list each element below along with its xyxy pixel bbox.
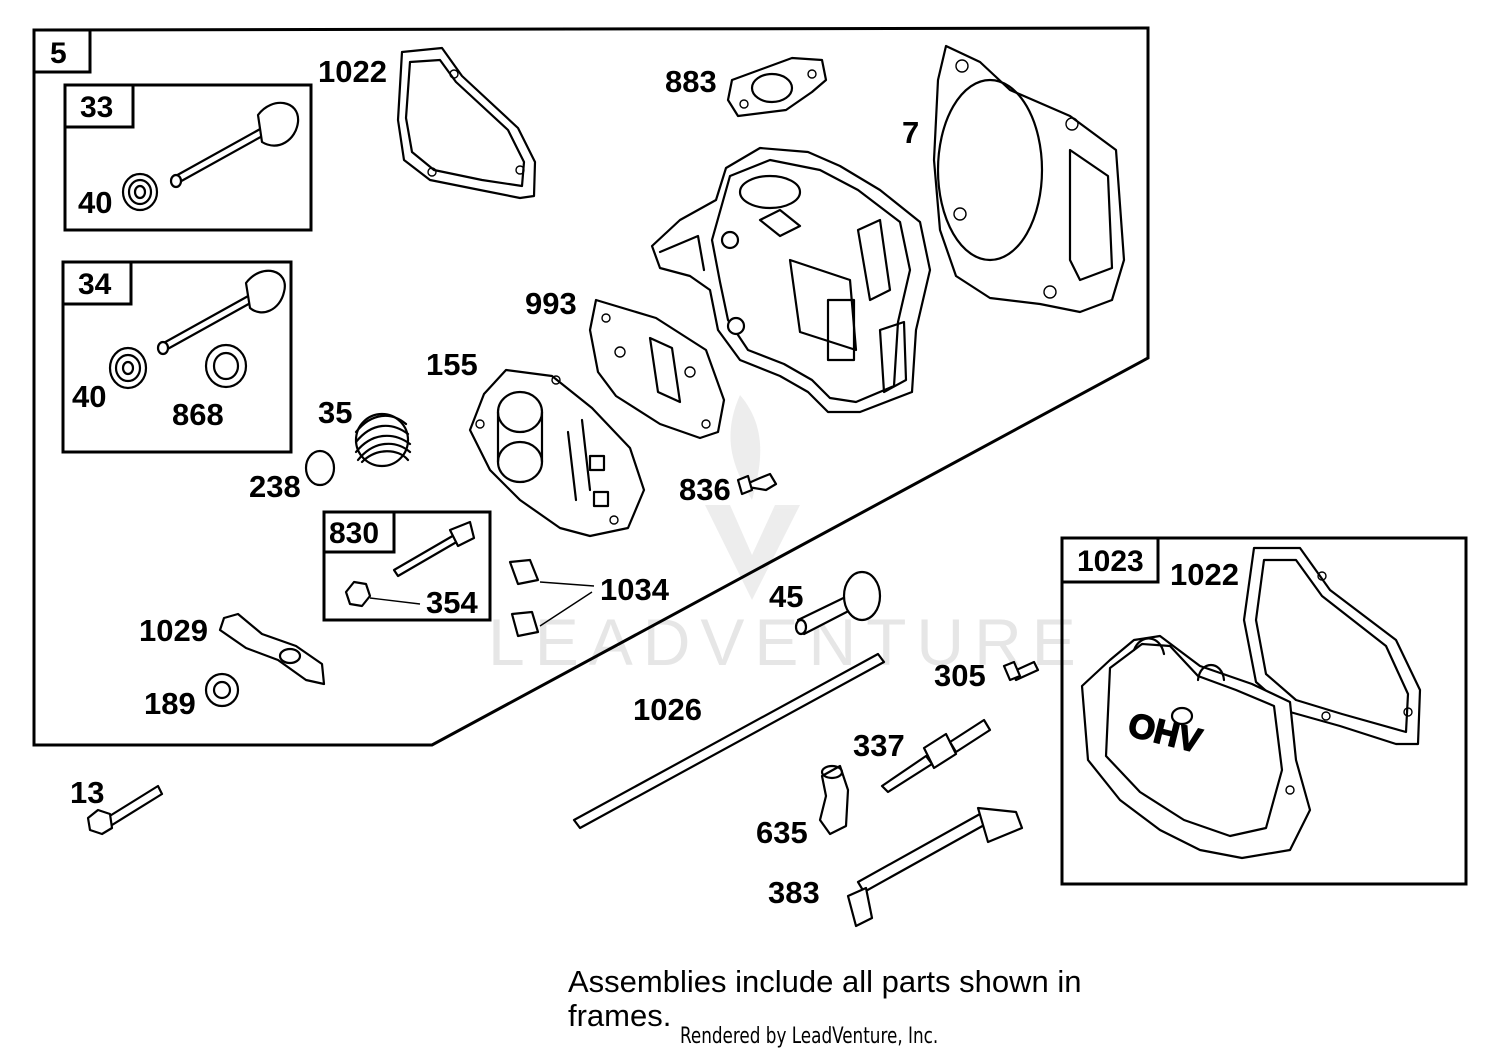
callout-35: 35 (318, 395, 352, 430)
callout-883: 883 (665, 64, 717, 99)
callout-868: 868 (172, 397, 224, 432)
rendered-by-credit: Rendered by LeadVenture, Inc. (680, 1024, 939, 1049)
cylinder-head-assembly-frame: 5 (32, 26, 1150, 747)
rocker-stud (392, 520, 476, 578)
assembly-note: Assemblies include all parts shown in fr… (568, 964, 1082, 1033)
callout-13: 13 (70, 775, 104, 810)
cylinder-head-gasket (932, 44, 1126, 314)
callout-993: 993 (525, 286, 577, 321)
tappet (794, 570, 882, 636)
cylinder-head-bolt (86, 784, 164, 836)
callout-305: 305 (934, 658, 986, 693)
valve-seal-868 (204, 343, 248, 389)
callout-238: 238 (249, 469, 301, 504)
callout-836: 836 (679, 472, 731, 507)
watermark: LEADVENTURE (488, 395, 1086, 679)
callout-383: 383 (768, 875, 820, 910)
callout-337: 337 (853, 728, 905, 763)
valve-cap (304, 449, 336, 487)
valve-keeper-40b (108, 346, 148, 390)
callout-354: 354 (426, 585, 478, 620)
frame-label-830: 830 (329, 517, 379, 550)
frame-label-34: 34 (78, 268, 112, 301)
exhaust-valve-frame: 33 (63, 83, 313, 232)
callout-45: 45 (769, 579, 803, 614)
push-rod-guides (508, 558, 595, 638)
exhaust-valve (169, 101, 300, 189)
rocker-cover-gasket (396, 46, 537, 200)
intake-valve (156, 269, 286, 356)
nut-354 (344, 580, 421, 608)
valve-spring (354, 412, 412, 468)
callout-40: 40 (78, 185, 112, 220)
valve-cover-frame: 1023 (1060, 536, 1468, 886)
watermark-text: LEADVENTURE (488, 605, 1086, 679)
rocker-stud-frame: 830 (322, 510, 492, 622)
cylinder-head (650, 146, 932, 414)
callout-1026: 1026 (633, 692, 702, 727)
callout-635: 635 (756, 815, 808, 850)
intake-valve-frame: 34 (61, 260, 293, 454)
spark-plug (880, 718, 992, 794)
valve-cover: OHV (1080, 634, 1312, 860)
callout-1029: 1029 (139, 613, 208, 648)
callout-1022: 1022 (1170, 557, 1239, 592)
spark-plug-boot (818, 764, 850, 836)
callout-1022: 1022 (318, 54, 387, 89)
frame-label-1023: 1023 (1077, 545, 1144, 578)
valve-cover-gasket (1242, 546, 1422, 746)
callout-40: 40 (72, 379, 106, 414)
frame-label-5: 5 (50, 37, 67, 70)
breather-plate (468, 368, 646, 538)
frame-label-33: 33 (80, 91, 113, 124)
screw-836 (736, 472, 778, 496)
callout-155: 155 (426, 347, 478, 382)
rocker-arm (218, 612, 326, 686)
intake-gasket (726, 56, 828, 118)
breather-gasket (588, 298, 726, 440)
callout-189: 189 (144, 686, 196, 721)
screw-305 (1002, 660, 1040, 682)
rocker-nut (204, 672, 240, 708)
callout-7: 7 (902, 115, 919, 150)
push-rod (572, 652, 886, 830)
spark-plug-wrench (846, 806, 1024, 928)
callout-1034: 1034 (600, 572, 670, 607)
valve-keeper-40a (121, 172, 159, 212)
